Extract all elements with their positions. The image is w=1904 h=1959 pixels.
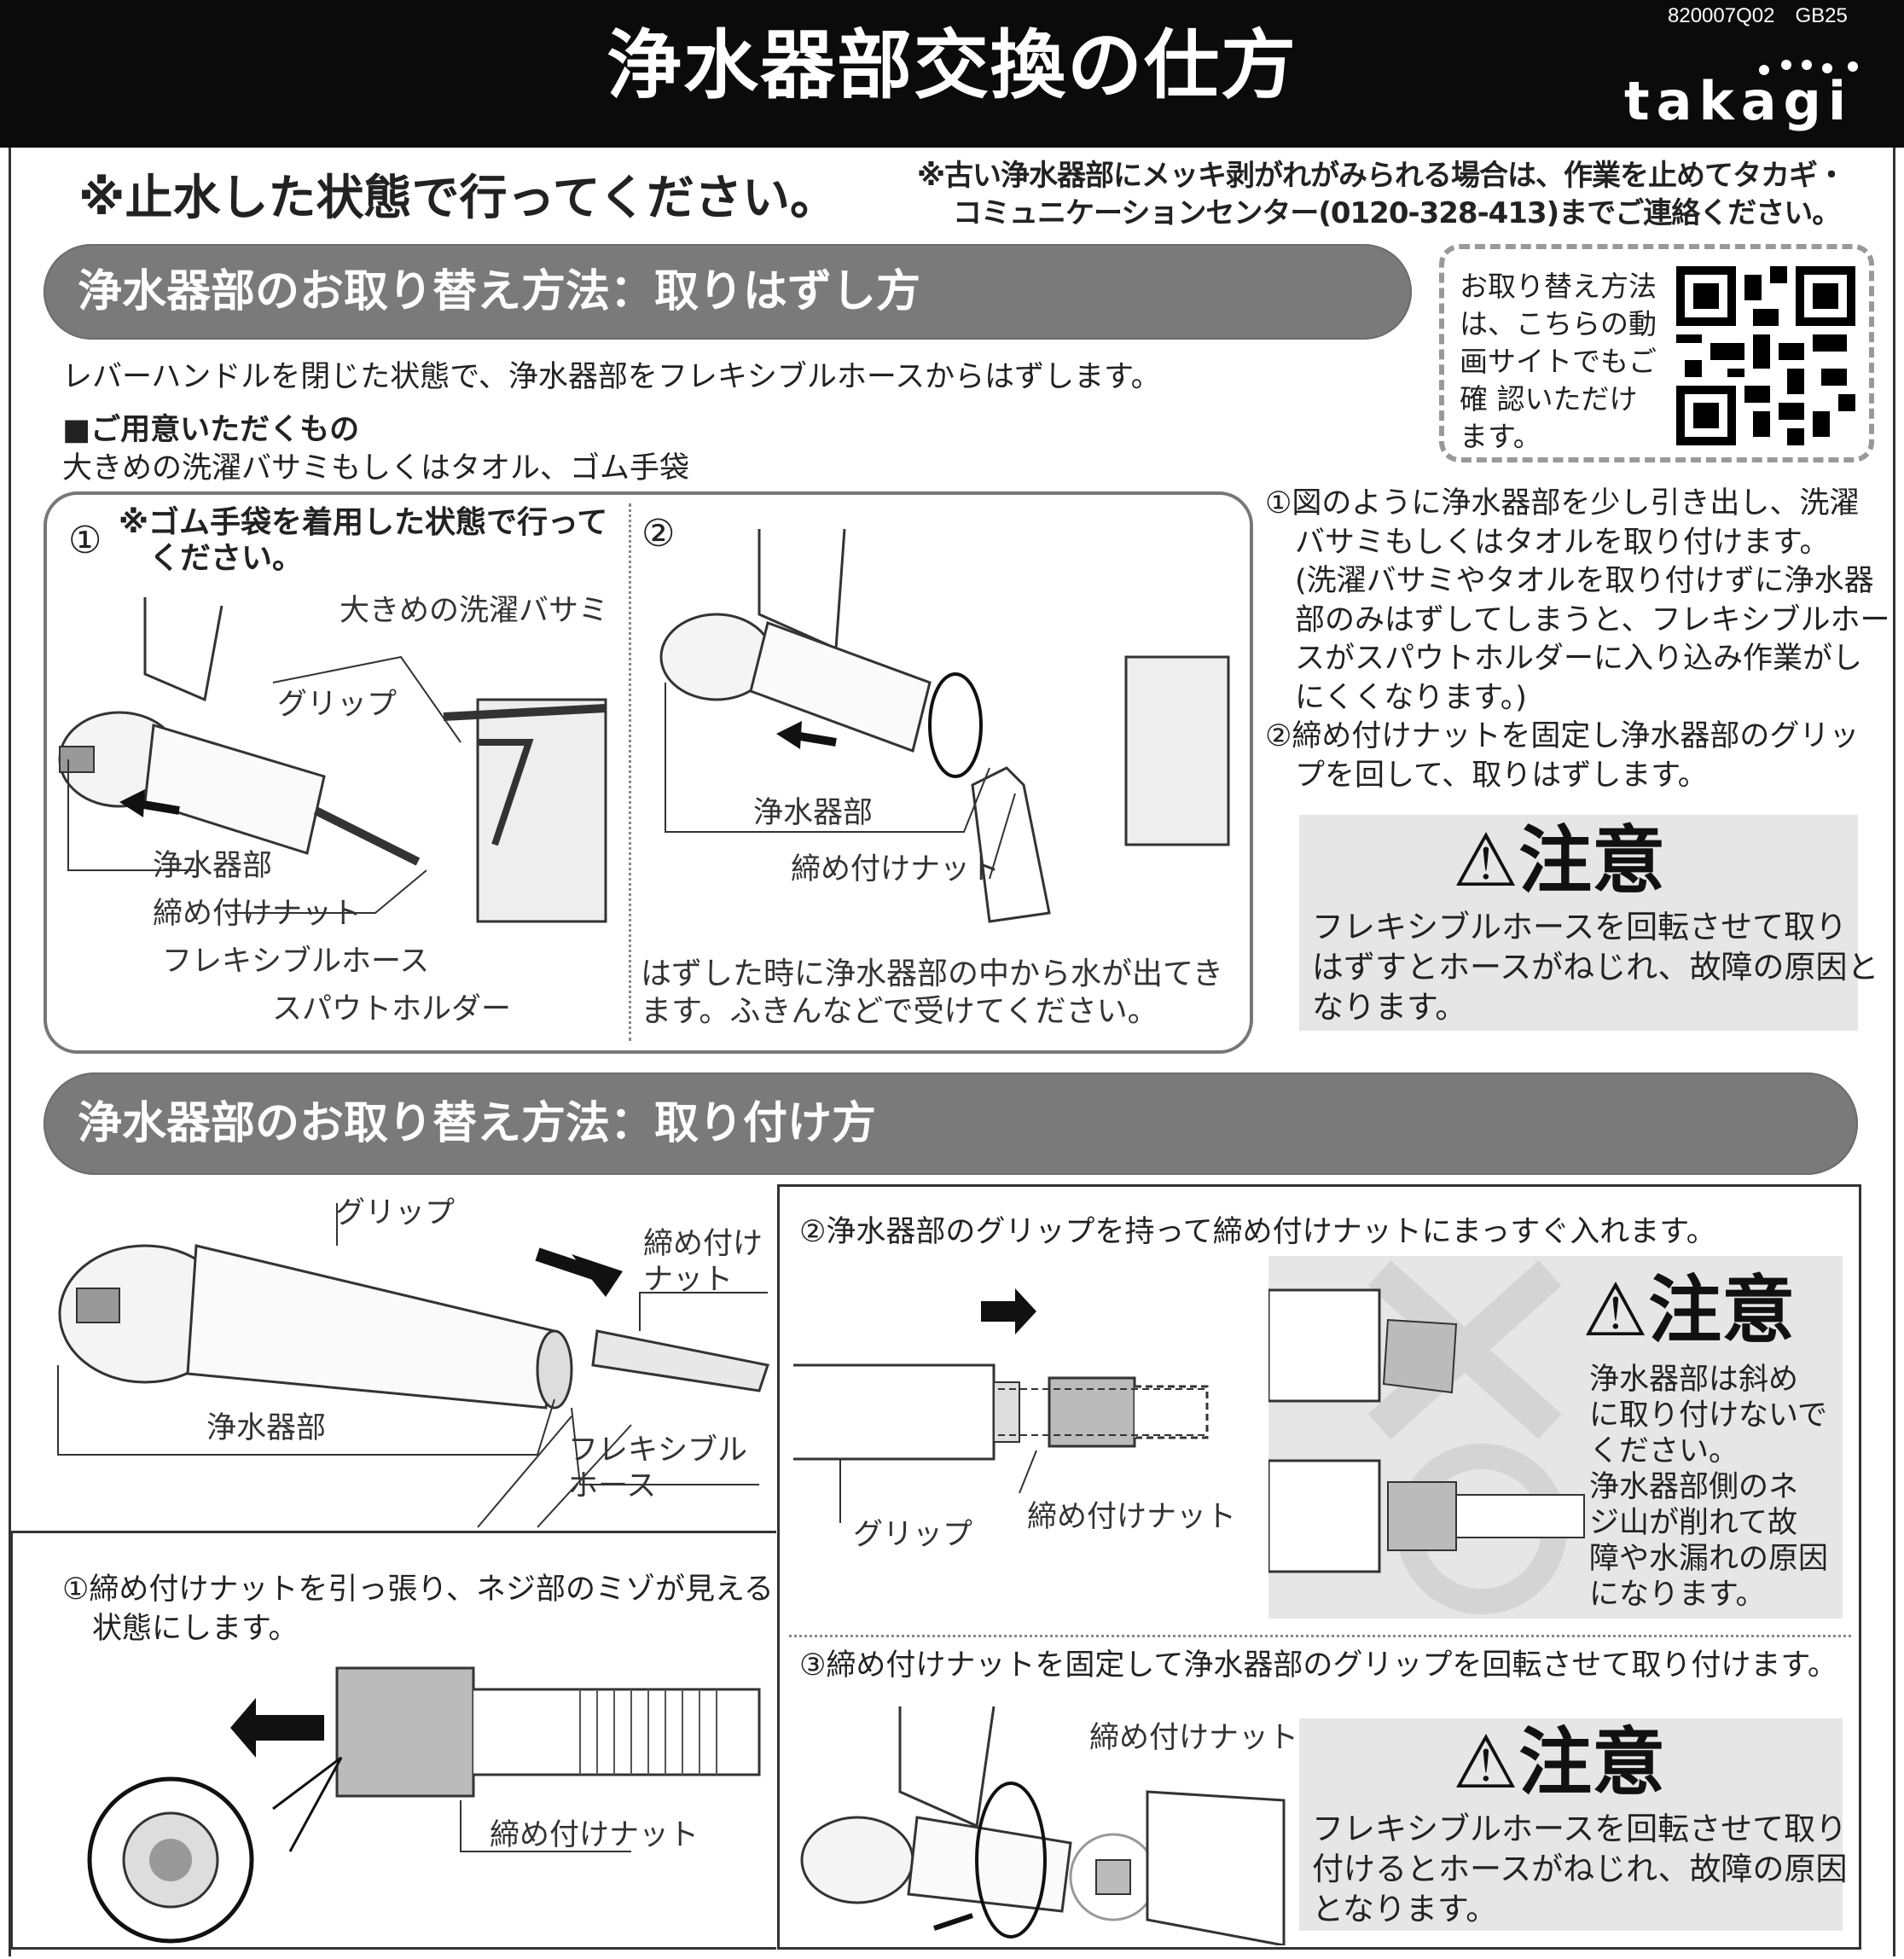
plating-notice-line1: ※古い浄水器部にメッキ剥がれがみられる場合は、作業を止めてタカギ・ <box>917 159 1846 193</box>
step2-label-purifier: 浄水器部 <box>753 796 874 830</box>
install-steps-box <box>777 1184 1861 1950</box>
label-hose: フレキシブルホース <box>162 945 430 979</box>
caution-text-1: フレキシブルホースを回転させて取り はずすとホースがねじれ、故障の原因と なりま… <box>1312 909 1879 1026</box>
removal-instructions: ①図のように浄水器部を少し引き出し、洗濯 バサミもしくはタオルを取り付けます。 … <box>1265 486 1890 793</box>
step1-glove-note: ※ゴム手袋を着用した状態で行って ください。 <box>119 505 608 576</box>
install-step3-illustration <box>800 1706 1286 1945</box>
install-label-purifier: 浄水器部 <box>206 1411 327 1445</box>
install-step3-text: ③締め付けナットを固定して浄水器部のグリップを回転させて取り付けます。 <box>799 1648 1837 1683</box>
caution-text-2: 浄水器部は斜め に取り付けないで ください。 浄水器部側のネ ジ山が削れて故 障… <box>1589 1363 1829 1612</box>
caution-title-2: ⚠注意 <box>1582 1268 1796 1353</box>
step2-water-note: はずした時に浄水器部の中から水が出てき ます。ふきんなどで受けてください。 <box>641 956 1223 1029</box>
install-step1-text: ①締め付けナットを引っ張り、ネジ部のミゾが見える 状態にします。 <box>62 1572 774 1646</box>
warning-triangle-icon: ⚠ <box>1453 1720 1519 1805</box>
step2-illustration <box>659 528 1230 923</box>
step2-label-nut: 締め付けナット <box>791 852 1001 886</box>
panel-divider <box>629 503 631 1041</box>
install-step2-illustration <box>793 1288 1209 1523</box>
install-heading: 浄水器部のお取り替え方法：取り付け方 <box>44 1073 1858 1175</box>
caution-text-3: フレキシブルホースを回転させて取り 付けるとホースがねじれ、故障の原因 となりま… <box>1312 1811 1848 1927</box>
install-step2-grip-label: グリップ <box>853 1518 973 1552</box>
logo-dots-icon <box>1759 60 1858 75</box>
install-label-nut: 締め付け ナット <box>643 1227 763 1297</box>
install-step1-nut-label: 締め付けナット <box>490 1818 699 1852</box>
install-heading-text: 浄水器部のお取り替え方法：取り付け方 <box>78 1098 877 1149</box>
qr-text: お取り替え方法 は、こちらの動 画サイトでもご 確 認いただけ ます。 <box>1460 270 1657 453</box>
label-holder: スパウトホルダー <box>272 992 512 1026</box>
install-divider <box>789 1635 1851 1637</box>
page-border-right <box>1893 148 1895 1956</box>
removal-heading: 浄水器部のお取り替え方法：取りはずし方 <box>44 244 1412 340</box>
header-bar: 浄水器部交換の仕方 820007Q02 GB25 takagi <box>0 0 1904 148</box>
step2-number: ② <box>641 512 676 555</box>
install-step2-text: ②浄水器部のグリップを持って締め付けナットにまっすぐ入れます。 <box>799 1215 1716 1249</box>
qr-box: お取り替え方法 は、こちらの動 画サイトでもご 確 認いただけ ます。 <box>1439 244 1874 462</box>
install-step3-nut-label: 締め付けナット <box>1089 1721 1299 1755</box>
stop-water-notice: ※止水した状態で行ってください。 <box>78 171 838 226</box>
prepare-heading: ■ご用意いただくもの <box>62 413 360 447</box>
takagi-logo: takagi <box>1624 70 1854 132</box>
page-title: 浄水器部交換の仕方 <box>606 21 1297 109</box>
step1-illustration <box>58 597 607 923</box>
install-step1-illustration <box>87 1666 761 1944</box>
wrong-right-comparison-icon <box>1268 1260 1585 1614</box>
install-caution-box-3: ⚠注意 フレキシブルホースを回転させて取り 付けるとホースがねじれ、故障の原因 … <box>1299 1718 1848 1931</box>
prepare-items: 大きめの洗濯バサミもしくはタオル、ゴム手袋 <box>62 451 690 485</box>
product-code: 820007Q02 GB25 <box>1668 4 1848 27</box>
caution-title-1: ⚠注意 <box>1453 818 1666 904</box>
install-step2-nut-label: 締め付けナット <box>1027 1500 1237 1534</box>
install-label-grip: グリップ <box>335 1196 456 1230</box>
page-border-left <box>9 148 11 1956</box>
warning-triangle-icon: ⚠ <box>1582 1268 1649 1353</box>
warning-triangle-icon: ⚠ <box>1453 818 1519 904</box>
label-grip: グリップ <box>277 688 398 722</box>
install-label-hose: フレキシブル ホース <box>568 1433 748 1503</box>
removal-intro: レバーハンドルを閉じた状態で、浄水器部をフレキシブルホースからはずします。 <box>62 360 1161 394</box>
qr-code-icon[interactable] <box>1676 266 1855 445</box>
label-clip: 大きめの洗濯バサミ <box>340 594 609 628</box>
caution-title-3: ⚠注意 <box>1453 1720 1666 1805</box>
install-caution-box-2: ⚠注意 浄水器部は斜め に取り付けないで ください。 浄水器部側のネ ジ山が削れ… <box>1268 1256 1843 1619</box>
plating-notice-line2: コミュニケーションセンター(0120-328-413)までご連絡ください。 <box>953 196 1841 230</box>
install-overview-illustration <box>57 1203 769 1528</box>
removal-steps-panel <box>44 491 1253 1054</box>
label-purifier: 浄水器部 <box>153 849 273 883</box>
install-step1-box <box>10 1531 776 1950</box>
label-nut: 締め付けナット <box>153 897 363 931</box>
removal-caution-box: ⚠注意 フレキシブルホースを回転させて取り はずすとホースがねじれ、故障の原因と… <box>1299 815 1879 1031</box>
step1-number: ① <box>68 519 102 562</box>
removal-heading-text: 浄水器部のお取り替え方法：取りはずし方 <box>78 266 921 317</box>
